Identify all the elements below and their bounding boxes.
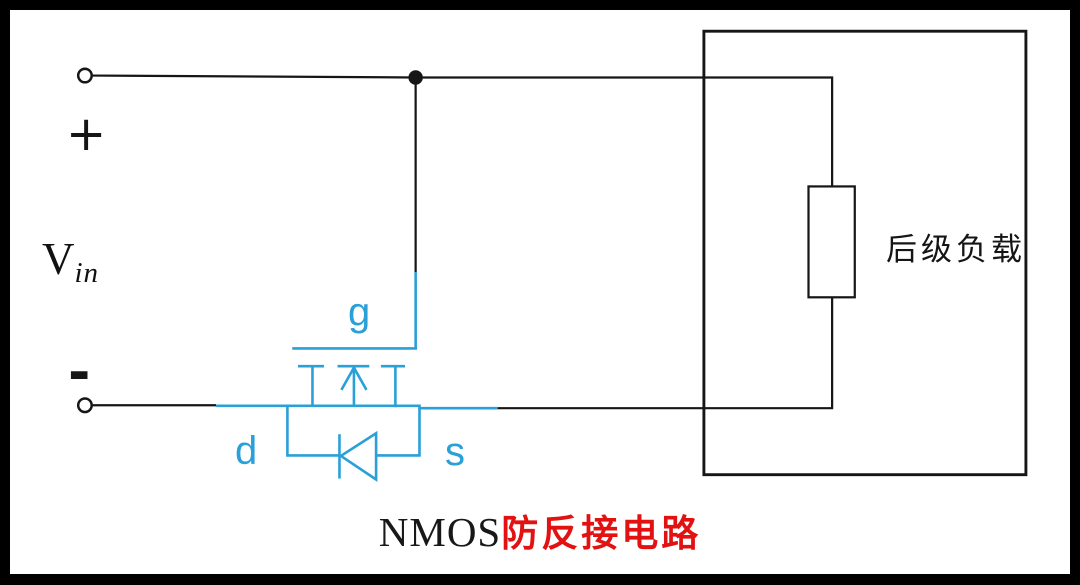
- figure-caption: NMOS防反接电路: [10, 508, 1070, 557]
- load-resistor: [807, 185, 856, 299]
- positive-terminal: [76, 67, 93, 84]
- return-wire-from-load: [497, 297, 834, 410]
- source-drain-rail: [216, 404, 498, 410]
- diode-anode-wire: [286, 405, 339, 457]
- diode-cathode-wire: [376, 408, 421, 457]
- diagram-canvas: + Vin - g d s 后级负载 NMOS防反接电路: [10, 10, 1070, 574]
- circuit-svg: [76, 29, 1028, 482]
- gate-pin-label: g: [348, 290, 371, 334]
- body-arrow-left: [340, 367, 356, 391]
- load-box: [702, 29, 1028, 477]
- vin-subscript: in: [74, 257, 100, 290]
- drain-pin-label: d: [235, 429, 258, 473]
- junction-dot: [408, 70, 423, 85]
- source-pin-label: s: [445, 430, 465, 474]
- body-arrow-right: [352, 367, 368, 391]
- vin-label: Vin: [42, 237, 99, 288]
- caption-suffix: 防反接电路: [501, 514, 702, 555]
- minus-label: -: [68, 341, 91, 404]
- plus-label: +: [66, 106, 107, 162]
- top-wire-left: [92, 74, 416, 79]
- vin-symbol: V: [42, 234, 75, 284]
- load-label: 后级负载: [886, 232, 1026, 267]
- negative-terminal: [76, 397, 93, 414]
- diode-triangle: [338, 430, 378, 482]
- top-wire-to-load: [415, 76, 834, 187]
- caption-prefix: NMOS: [378, 509, 502, 555]
